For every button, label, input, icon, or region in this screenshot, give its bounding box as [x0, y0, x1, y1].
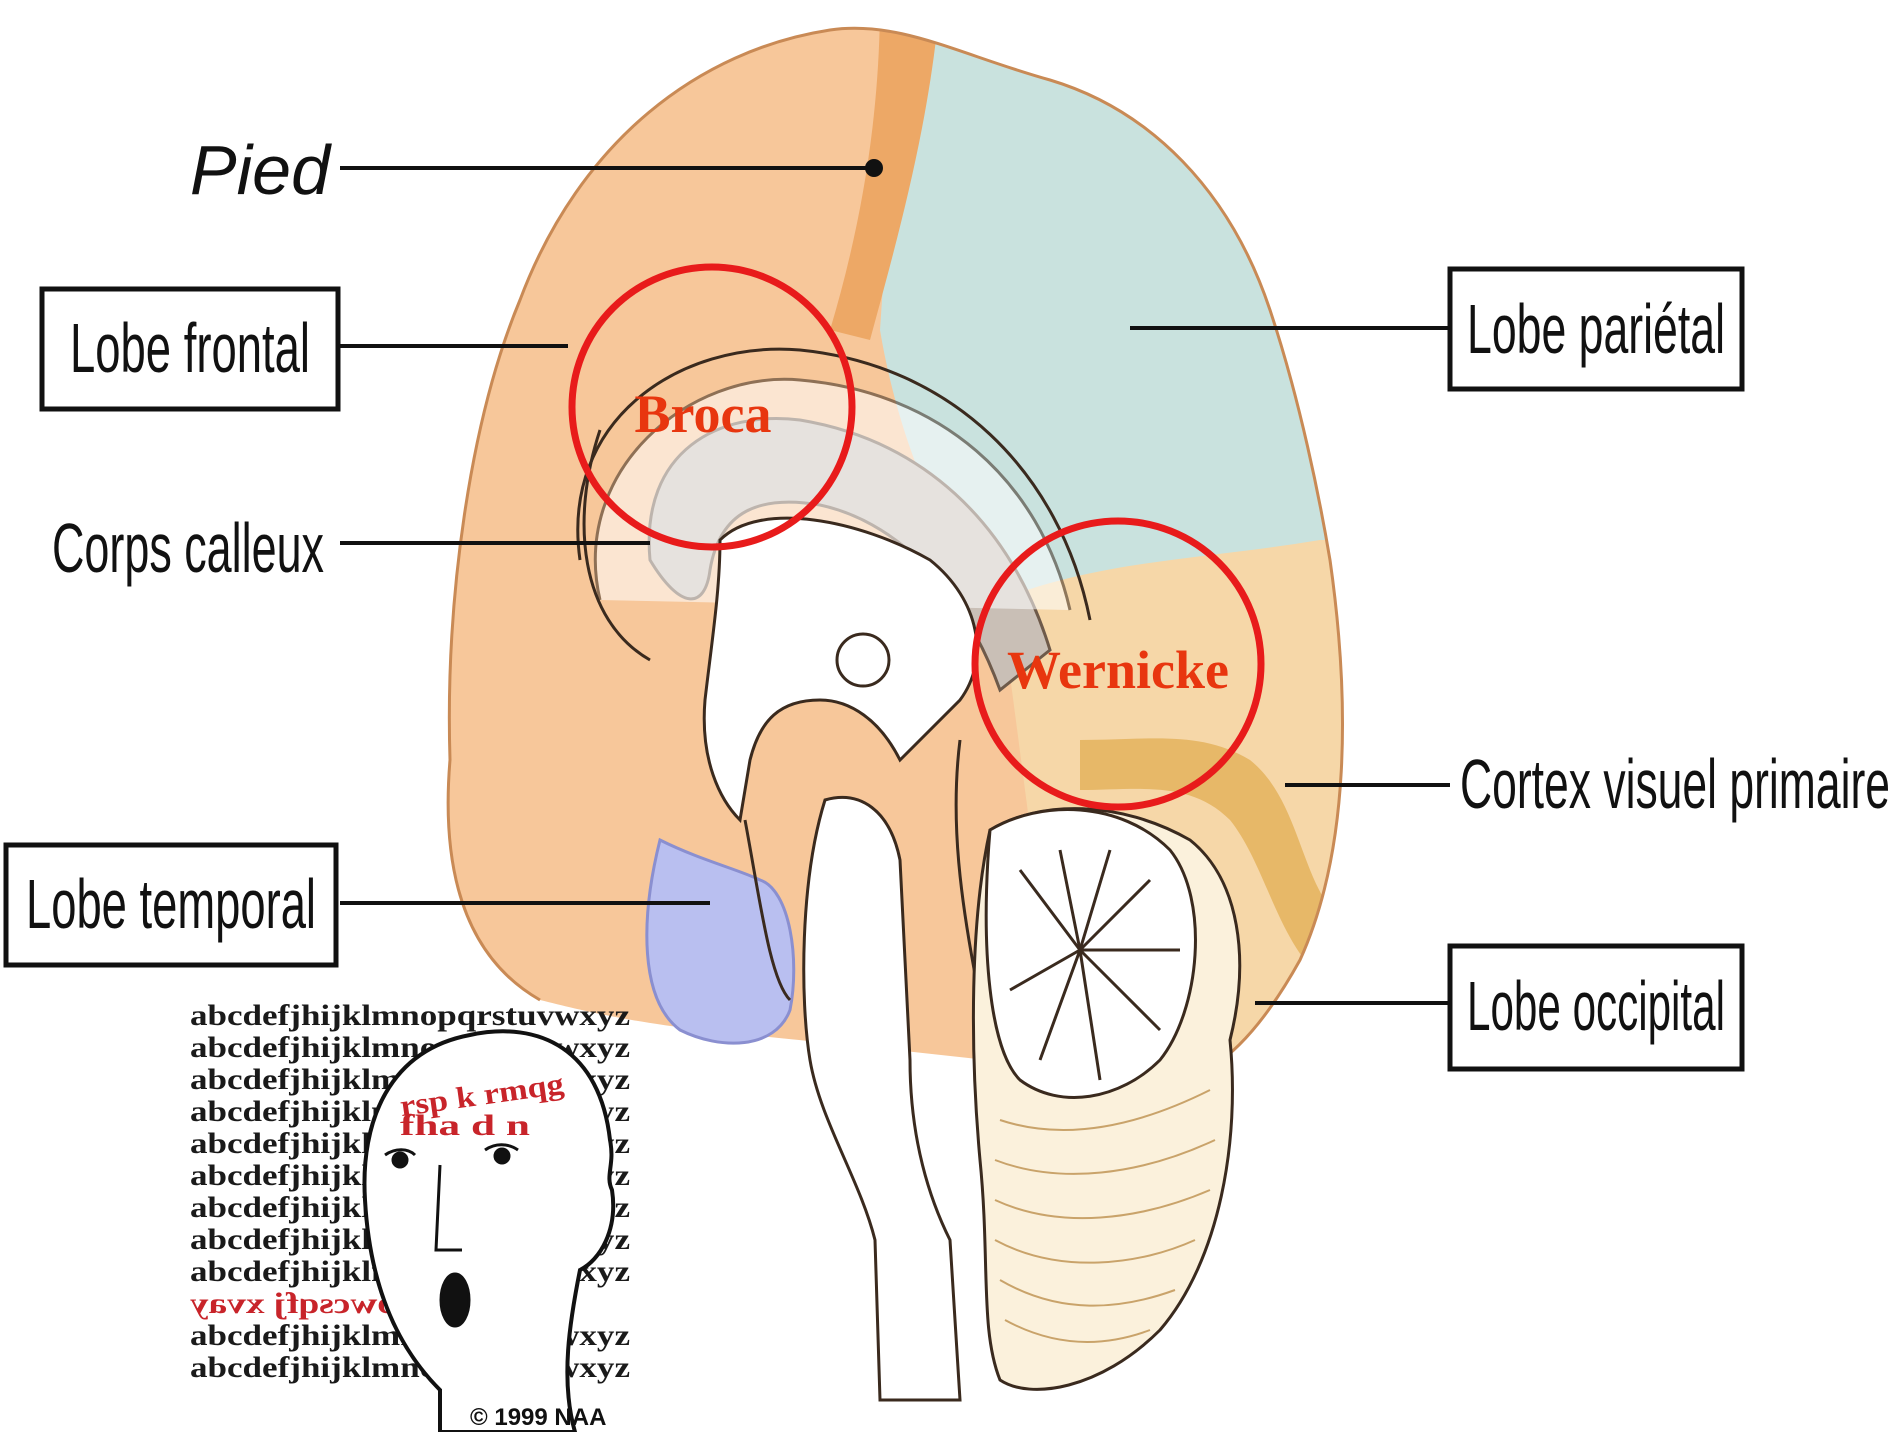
- svg-text:abcdefjhijklmnopqrstuvwxyz: abcdefjhijklmnopqrstuvwxyz: [190, 999, 630, 1032]
- head-letters-bottom: fha d n: [400, 1109, 530, 1142]
- wernicke-label: Wernicke: [1007, 640, 1229, 700]
- inset-illustration: abcdefjhijklmnopqrstuvwxyz abcdefjhijklm…: [190, 999, 630, 1432]
- label-lobe-frontal: Lobe frontal: [70, 309, 310, 387]
- label-cortex-visuel-primaire: Cortex visuel primaire: [1460, 745, 1890, 823]
- label-corps-calleux: Corps calleux: [52, 509, 324, 587]
- inset-copyright: © 1999 NAA: [470, 1404, 606, 1431]
- label-pied: Pied: [190, 131, 332, 209]
- label-lobe-parietal: Lobe pariétal: [1467, 290, 1725, 368]
- label-lobe-temporal: Lobe temporal: [26, 865, 316, 943]
- label-lobe-occipital: Lobe occipital: [1467, 967, 1725, 1045]
- broca-label: Broca: [635, 384, 772, 444]
- cerebellum: [973, 809, 1239, 1390]
